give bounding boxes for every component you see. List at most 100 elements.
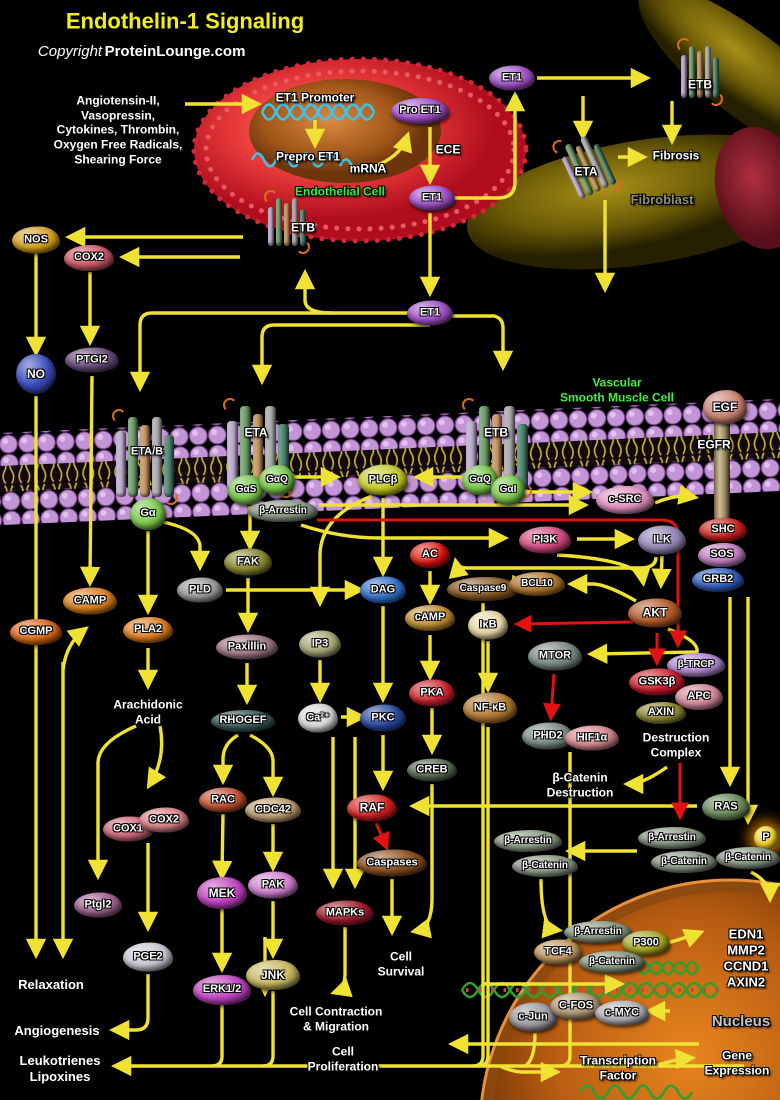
ptgl2-node[interactable]: Ptgl2 — [74, 892, 122, 918]
cox2-top-node[interactable]: COX2 — [64, 245, 114, 271]
apc-node[interactable]: APC — [675, 684, 723, 710]
ga-node[interactable]: Gα — [130, 498, 166, 530]
ip3-node[interactable]: IP3 — [299, 630, 341, 658]
arrow-50 — [409, 784, 434, 939]
egfr-stalk-label[interactable] — [714, 416, 730, 524]
gene-expression-label: Gene Expression — [704, 1048, 770, 1077]
p-circle-node[interactable]: P — [754, 826, 778, 850]
arrow-57 — [448, 556, 658, 580]
pro-et1-node[interactable]: Pro ET1 — [391, 98, 449, 124]
rec-etb-endo-receptor[interactable] — [264, 190, 310, 254]
no-node[interactable]: NO — [16, 354, 56, 394]
mtor-node[interactable]: MTOR — [528, 641, 582, 671]
et1-promoter-label: ET1 Promoter — [275, 90, 355, 105]
title-label: Endothelin-1 Signaling — [65, 8, 305, 34]
cdc42-node[interactable]: CDC42 — [245, 797, 301, 823]
shc-node[interactable]: SHC — [699, 518, 747, 542]
angiogenesis-label: Angiogenesis — [14, 1023, 100, 1039]
rhogef-node[interactable]: RHOGEF — [211, 710, 275, 732]
ilk-node[interactable]: ILK — [638, 525, 686, 555]
lbl-eta-vsmc-label[interactable]: ETA — [244, 425, 268, 440]
nos-node[interactable]: NOS — [12, 226, 60, 254]
mapks-node[interactable]: MAPKs — [316, 900, 374, 926]
erk12-node[interactable]: ERK1/2 — [193, 975, 251, 1005]
ikb-node[interactable]: IκB — [468, 610, 508, 640]
caspase9-node[interactable]: Caspase9 — [447, 577, 519, 601]
c-src-node[interactable]: c-SRC — [596, 486, 654, 514]
cox2-bottom-node[interactable]: COX2 — [139, 807, 189, 833]
grb2-node[interactable]: GRB2 — [692, 568, 744, 592]
cgmp-node[interactable]: CGMP — [10, 619, 62, 645]
hif1a-node[interactable]: HIF1α — [565, 725, 619, 751]
sos-node[interactable]: SOS — [698, 543, 746, 567]
cell-proliferation-label: Cell Proliferation — [307, 1044, 379, 1073]
egf-node[interactable]: EGF — [703, 390, 747, 424]
plcb-node[interactable]: PLCβ — [358, 464, 408, 496]
prepro-et1-label: Prepro ET1 — [275, 149, 341, 164]
gsk3b-node[interactable]: GSK3β — [629, 668, 685, 696]
tcf4-node[interactable]: TCF4 — [534, 939, 582, 965]
nf-kb-node[interactable]: NF-κB — [463, 692, 517, 724]
pge2-node[interactable]: PGE2 — [123, 942, 173, 972]
b-arrestin-4-node[interactable]: β-Arrestin — [564, 921, 632, 943]
arrow-35 — [300, 523, 510, 549]
akt-node[interactable]: AKT — [628, 598, 682, 628]
camp-upper-node[interactable]: CAMP — [63, 587, 117, 615]
bcl10-node[interactable]: BCL10 — [509, 572, 565, 596]
fibrosis-label: Fibrosis — [652, 148, 700, 163]
axin-node[interactable]: AXIN — [636, 702, 686, 724]
rec-etb-vsmc-receptor[interactable] — [462, 398, 532, 498]
b-catenin-4-node[interactable]: β-Catenin — [716, 847, 780, 869]
b-catenin-2-node[interactable]: β-Catenin — [512, 855, 578, 877]
arrow-78 — [330, 927, 353, 998]
gas-node[interactable]: GαS — [228, 475, 264, 505]
lbl-eta-fibro-label[interactable]: ETA — [574, 164, 598, 179]
rac-node[interactable]: RAC — [199, 787, 247, 813]
ca-node[interactable]: Ca²⁺ — [298, 703, 338, 733]
gaq1-node[interactable]: GαQ — [259, 465, 295, 495]
paxillin-node[interactable]: Paxillin — [216, 634, 278, 660]
lbl-etb-fibro-label[interactable]: ETB — [688, 77, 712, 92]
c-myc-node[interactable]: c-MYC — [595, 1000, 649, 1026]
b-catenin-5-node[interactable]: β-Catenin — [579, 951, 645, 973]
creb-node[interactable]: CREB — [407, 758, 457, 782]
pi3k-node[interactable]: PI3K — [519, 526, 571, 554]
ras-node[interactable]: RAS — [702, 793, 750, 821]
lbl-etb-vsmc-label[interactable]: ETB — [484, 425, 508, 440]
gai-node[interactable]: GαI — [491, 475, 525, 505]
et1-mid-node[interactable]: ET1 — [407, 300, 453, 326]
arrow-22 — [108, 974, 150, 1041]
rec-etb-fibro-receptor[interactable] — [677, 38, 723, 106]
mek-node[interactable]: MEK — [197, 877, 247, 909]
ptgi2-node[interactable]: PTGI2 — [65, 347, 119, 373]
caspases-node[interactable]: Caspases — [357, 849, 427, 877]
b-arrestin-2-node[interactable]: β-Arrestin — [494, 830, 562, 852]
b-arrestin-1-node[interactable]: β-Arrestin — [248, 500, 318, 522]
p300-node[interactable]: P300 — [622, 930, 670, 956]
et1-cell-node[interactable]: ET1 — [409, 185, 455, 211]
pak-node[interactable]: PAK — [248, 871, 298, 899]
lbl-etab-label[interactable]: ETA/B — [130, 445, 164, 458]
b-arrestin-3-node[interactable]: β-Arrestin — [638, 827, 706, 849]
lbl-etb-endo-label[interactable]: ETB — [291, 220, 315, 235]
pld-node[interactable]: PLD — [177, 577, 223, 603]
b-catenin-3-node[interactable]: β-Catenin — [651, 851, 717, 873]
rec-eta-vsmc-receptor[interactable] — [223, 398, 293, 498]
pka-node[interactable]: PKA — [409, 679, 455, 707]
jnk-node[interactable]: JNK — [246, 960, 300, 990]
egfr-label-label[interactable]: EGFR — [697, 437, 731, 452]
raf-node[interactable]: RAF — [347, 794, 397, 822]
rec-etab-receptor[interactable] — [112, 409, 178, 505]
arrow-56 — [556, 553, 652, 588]
fak-node[interactable]: FAK — [224, 548, 272, 576]
arrow-37 — [309, 494, 373, 608]
ac-node[interactable]: AC — [410, 542, 450, 568]
arrow-85 — [559, 752, 572, 1068]
dag-node[interactable]: DAG — [360, 576, 406, 604]
camp-lower-node[interactable]: cAMP — [405, 605, 455, 631]
c-jun-node[interactable]: c-Jun — [509, 1002, 557, 1032]
pla2-node[interactable]: PLA2 — [123, 617, 173, 643]
pkc-node[interactable]: PKC — [360, 704, 406, 732]
et1-top-node[interactable]: ET1 — [489, 65, 535, 91]
c-fos-node[interactable]: C-FOS — [550, 992, 602, 1020]
